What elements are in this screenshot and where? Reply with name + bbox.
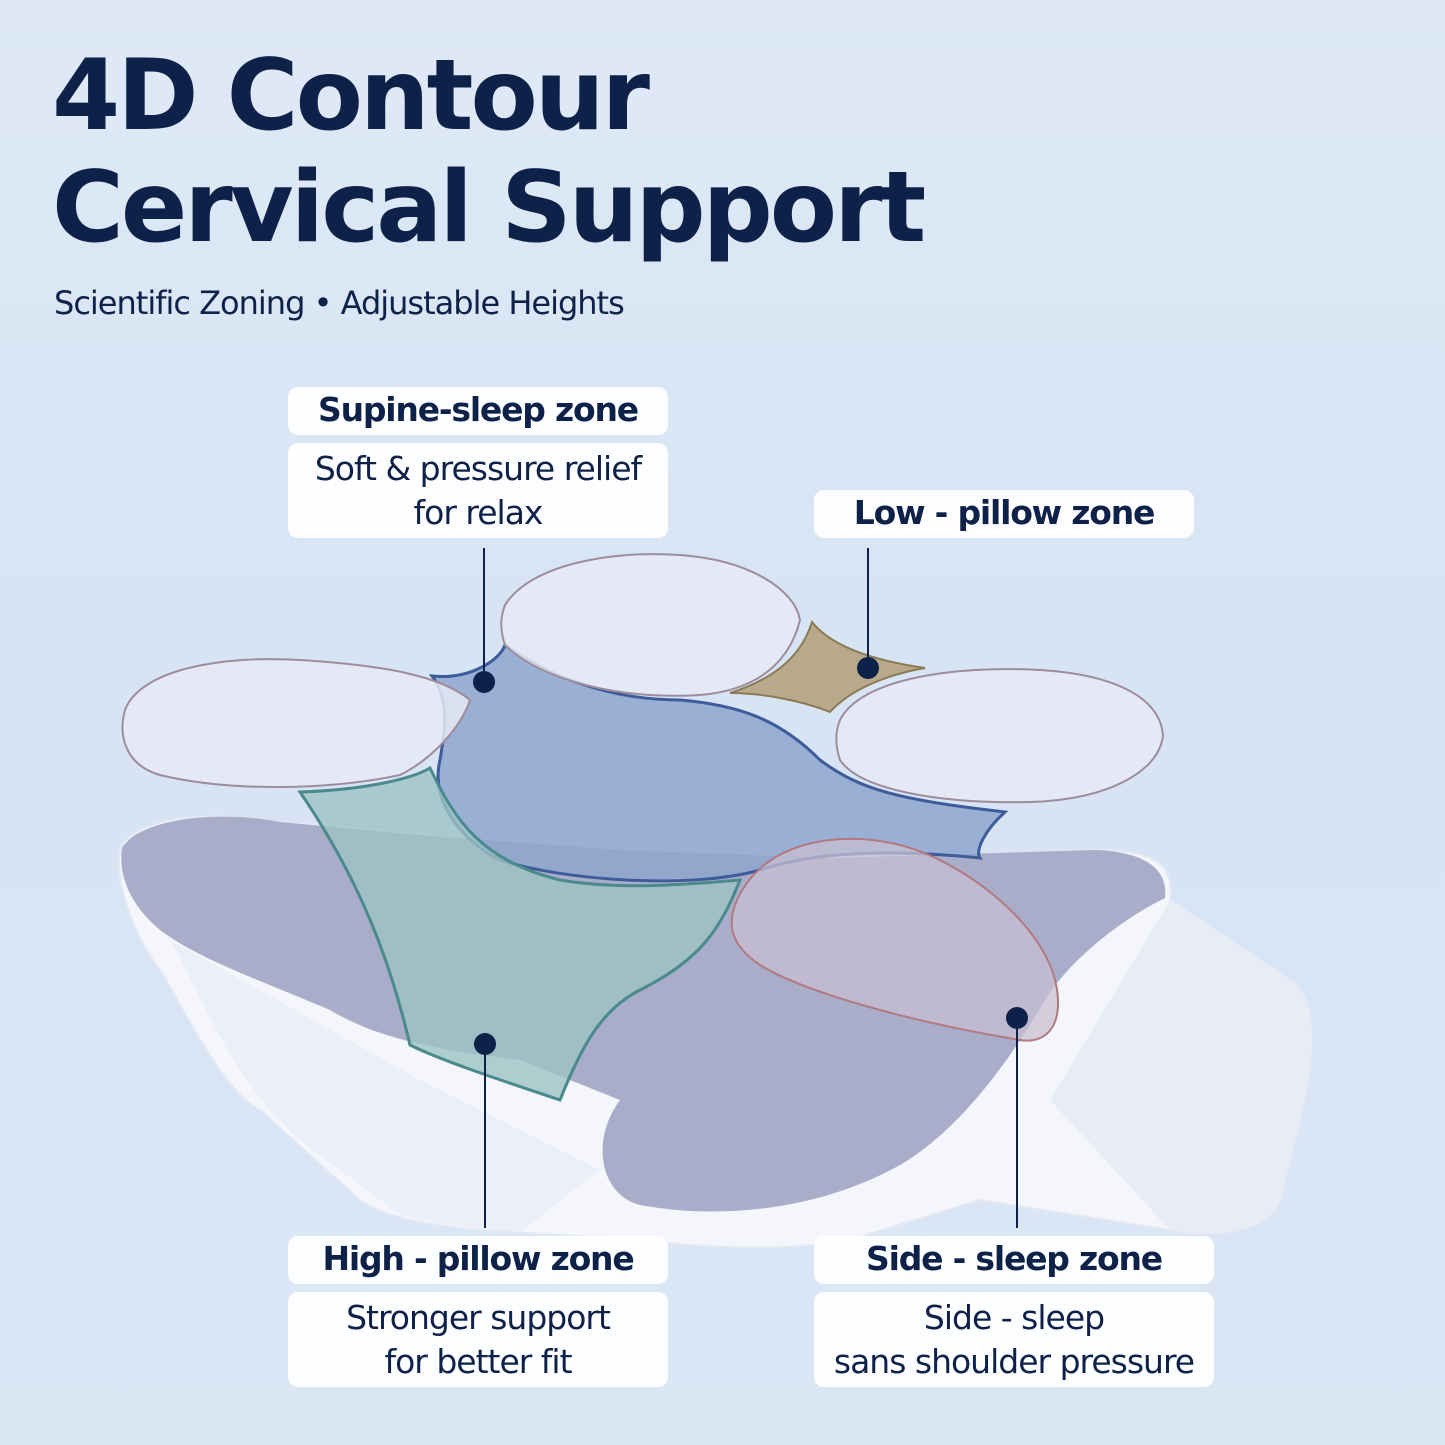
low-zone-title-box: Low - pillow zone [814,490,1194,538]
low-pillow-zone-shape [729,619,926,714]
floating-piece-right [835,668,1165,804]
side-zone-desc-box: Side - sleep sans shoulder pressure [814,1292,1214,1387]
marker-dot-low [857,657,879,679]
marker-dot-supine [473,671,495,693]
side-zone-desc: Side - sleep sans shoulder pressure [814,1292,1214,1384]
page-subtitle: Scientific Zoning • Adjustable Heights [54,284,625,322]
supine-zone-title: Supine-sleep zone [318,390,639,429]
title-line-1: 4D Contour [52,39,650,153]
marker-dot-high [474,1033,496,1055]
side-zone-title: Side - sleep zone [866,1239,1163,1278]
foam-front-shade [170,940,600,1232]
floating-piece-top [500,553,802,697]
high-zone-desc: Stronger support for better fit [288,1292,668,1384]
side-zone-desc-line2: sans shoulder pressure [833,1342,1195,1381]
high-zone-desc-line2: for better fit [384,1342,572,1381]
supine-zone-desc-line2: for relax [413,493,544,532]
floating-piece-left [121,658,472,788]
supine-zone-title-box: Supine-sleep zone [288,387,668,435]
supine-zone-desc-box: Soft & pressure relief for relax [288,443,668,538]
supine-zone-desc-line1: Soft & pressure relief [314,449,642,488]
high-zone-desc-box: Stronger support for better fit [288,1292,668,1387]
title-line-2: Cervical Support [52,151,926,265]
side-zone-title-box: Side - sleep zone [814,1236,1214,1284]
side-sleep-zone-shape [730,837,1060,1042]
high-pillow-zone-shape [297,765,743,1102]
side-zone-desc-line1: Side - sleep [923,1298,1105,1337]
high-zone-title: High - pillow zone [322,1239,634,1278]
supine-zone-desc: Soft & pressure relief for relax [288,443,668,535]
high-zone-title-box: High - pillow zone [288,1236,668,1284]
foam-side-shade [1050,900,1312,1234]
marker-dot-side [1006,1007,1028,1029]
page-title: 4D Contour Cervical Support [52,39,926,265]
high-zone-desc-line1: Stronger support [346,1298,611,1337]
low-zone-title: Low - pillow zone [853,493,1156,532]
